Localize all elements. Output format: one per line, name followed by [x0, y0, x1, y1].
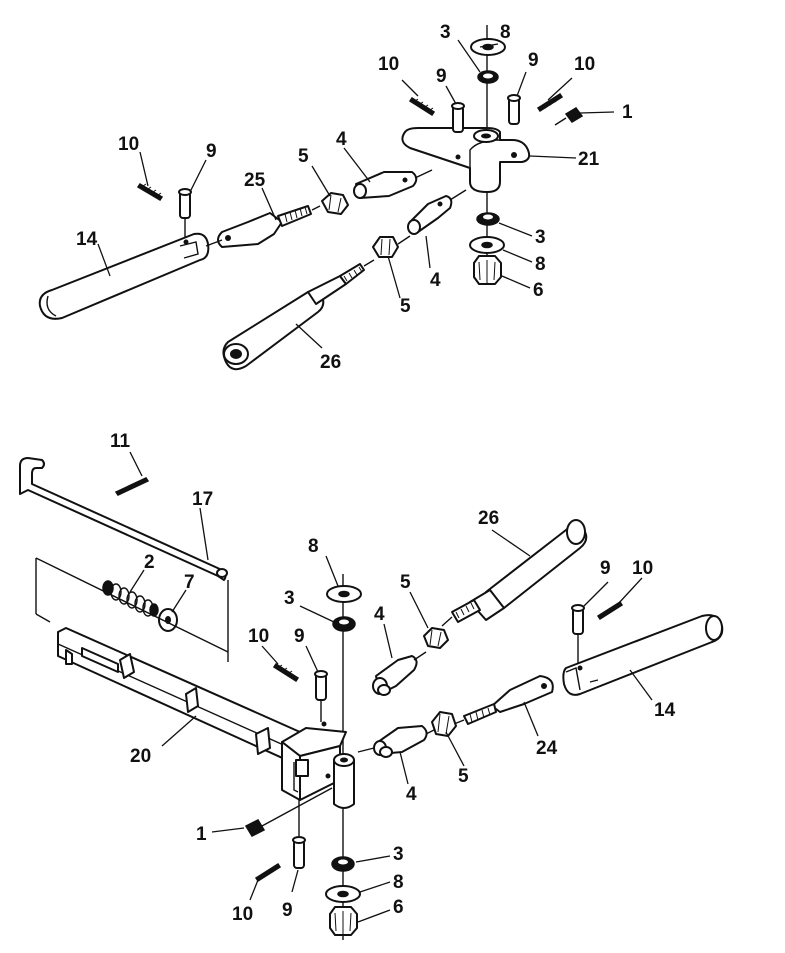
callout-label: 10 [632, 558, 653, 579]
callout-label: 3 [535, 227, 546, 248]
callout-label: 9 [294, 626, 305, 647]
callout-label: 26 [478, 508, 499, 529]
bottom-assembly: 11 17 26 2 7 8 3 5 9 10 4 10 9 14 20 24 … [19, 431, 724, 940]
callout-label: 2 [144, 552, 155, 573]
callout-label: 8 [393, 872, 404, 893]
grease-fitting [244, 787, 333, 837]
clevis-pin [507, 94, 521, 125]
callout-label: 14 [654, 700, 676, 721]
adjustment-tube [441, 519, 588, 627]
callout-label: 4 [374, 604, 385, 625]
callout-label: 5 [400, 296, 411, 317]
rod-end [372, 651, 427, 696]
spring [102, 580, 159, 617]
callout-label: 8 [535, 254, 546, 275]
grease-fitting [554, 107, 584, 126]
callout-label: 9 [206, 141, 217, 162]
washer-bottom [325, 885, 361, 903]
callout-label: 6 [393, 897, 404, 918]
clevis-pin [451, 102, 465, 133]
callout-label: 24 [536, 738, 558, 759]
callout-label: 10 [118, 134, 139, 155]
callout-label: 14 [76, 229, 98, 250]
pivot-arm [401, 127, 531, 193]
washer-bottom [469, 236, 505, 254]
cotter-pin [408, 96, 436, 117]
cotter-pin [536, 92, 564, 113]
control-handle [38, 232, 223, 320]
rod-end [453, 675, 554, 725]
callout-label: 10 [232, 904, 253, 925]
rod-end [357, 725, 435, 758]
callout-label: 20 [130, 746, 151, 767]
callout-label: 9 [600, 558, 611, 579]
clevis-pin [292, 800, 306, 869]
connecting-rod [19, 457, 228, 581]
clevis-pin [178, 188, 192, 238]
callout-label: 9 [436, 66, 447, 87]
callout-label: 21 [578, 149, 600, 170]
callout-label: 8 [308, 536, 319, 557]
callout-label: 26 [320, 352, 341, 373]
callout-label: 1 [196, 824, 207, 845]
callout-label: 5 [458, 766, 469, 787]
rod-end [217, 205, 321, 248]
callout-label: 9 [282, 900, 293, 921]
callout-label: 8 [500, 22, 511, 43]
callout-label: 25 [244, 170, 266, 191]
callout-label: 3 [440, 22, 451, 43]
control-handle [562, 614, 724, 696]
callout-label: 10 [378, 54, 399, 75]
bushing-top [332, 616, 356, 632]
callout-label: 7 [184, 572, 195, 593]
lock-nut [329, 906, 358, 936]
cotter-pin [254, 862, 282, 883]
adjustment-tube [222, 259, 375, 371]
pivot-housing [281, 721, 355, 809]
jam-nut [321, 192, 349, 215]
bushing-bottom [331, 856, 355, 872]
mounting-bracket [57, 627, 337, 777]
top-assembly: 8 3 9 10 10 9 1 21 10 9 4 5 25 14 3 8 4 … [38, 22, 633, 373]
callout-label: 11 [110, 431, 131, 452]
jam-nut [372, 235, 411, 258]
jam-nut [431, 711, 457, 737]
rod-end [353, 169, 433, 199]
callout-label: 3 [393, 844, 404, 865]
cotter-pin [136, 182, 164, 202]
callout-label: 17 [192, 489, 213, 510]
bushing-top [477, 70, 499, 84]
hitch-pin [114, 477, 150, 496]
callout-label: 5 [298, 146, 309, 167]
bushing-bottom [476, 212, 500, 226]
callout-label: 4 [430, 270, 441, 291]
callout-label: 3 [284, 588, 295, 609]
callout-label: 6 [533, 280, 544, 301]
callout-label: 9 [528, 50, 539, 71]
callout-label: 4 [336, 129, 347, 150]
callout-label: 4 [406, 784, 417, 805]
washer-top [326, 585, 362, 603]
jam-nut [423, 627, 449, 649]
callout-label: 10 [574, 54, 595, 75]
cotter-pin [272, 662, 300, 683]
callout-label: 5 [400, 572, 411, 593]
callout-label: 1 [622, 102, 633, 123]
rod-end [407, 189, 467, 235]
cotter-pin [596, 600, 624, 621]
lock-nut [473, 255, 502, 285]
callout-label: 10 [248, 626, 269, 647]
clevis-pin [571, 604, 585, 664]
clevis-pin [314, 670, 328, 722]
